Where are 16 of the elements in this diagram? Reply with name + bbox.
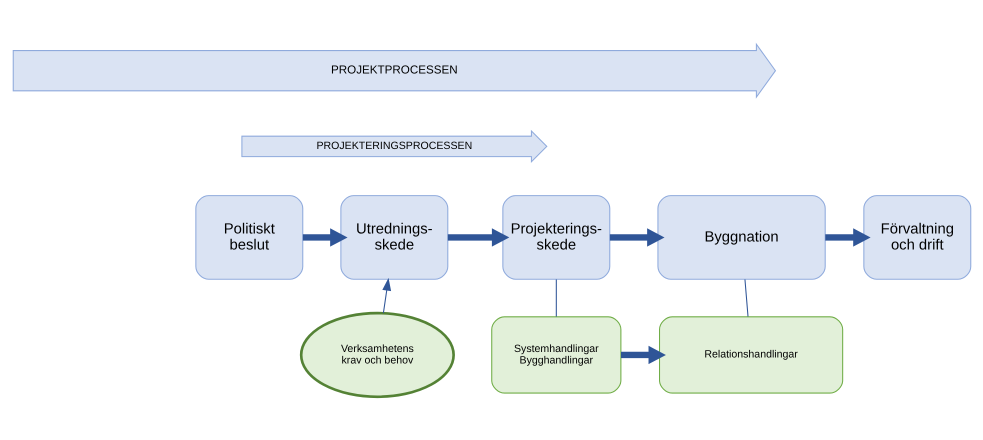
node-ellipse: Verksamhetens krav och behov [299, 311, 454, 398]
arrow [609, 228, 664, 246]
arrow [620, 345, 666, 364]
arrow [302, 228, 348, 246]
node-box: Projekterings- skede [502, 194, 610, 280]
arrow [382, 277, 391, 313]
node-box: Utrednings- skede [340, 194, 448, 280]
connector [555, 279, 556, 316]
node-box: Politiskt beslut [194, 194, 303, 280]
node-box: Byggnation [656, 194, 826, 280]
arrow [447, 228, 509, 246]
node-box: Förvaltning och drift [862, 194, 971, 280]
connector [744, 278, 748, 316]
node-box: Relationshandlingar [658, 316, 843, 394]
arrow [824, 228, 870, 246]
node-box: Systemhandlingar Bygghandlingar [490, 316, 621, 394]
